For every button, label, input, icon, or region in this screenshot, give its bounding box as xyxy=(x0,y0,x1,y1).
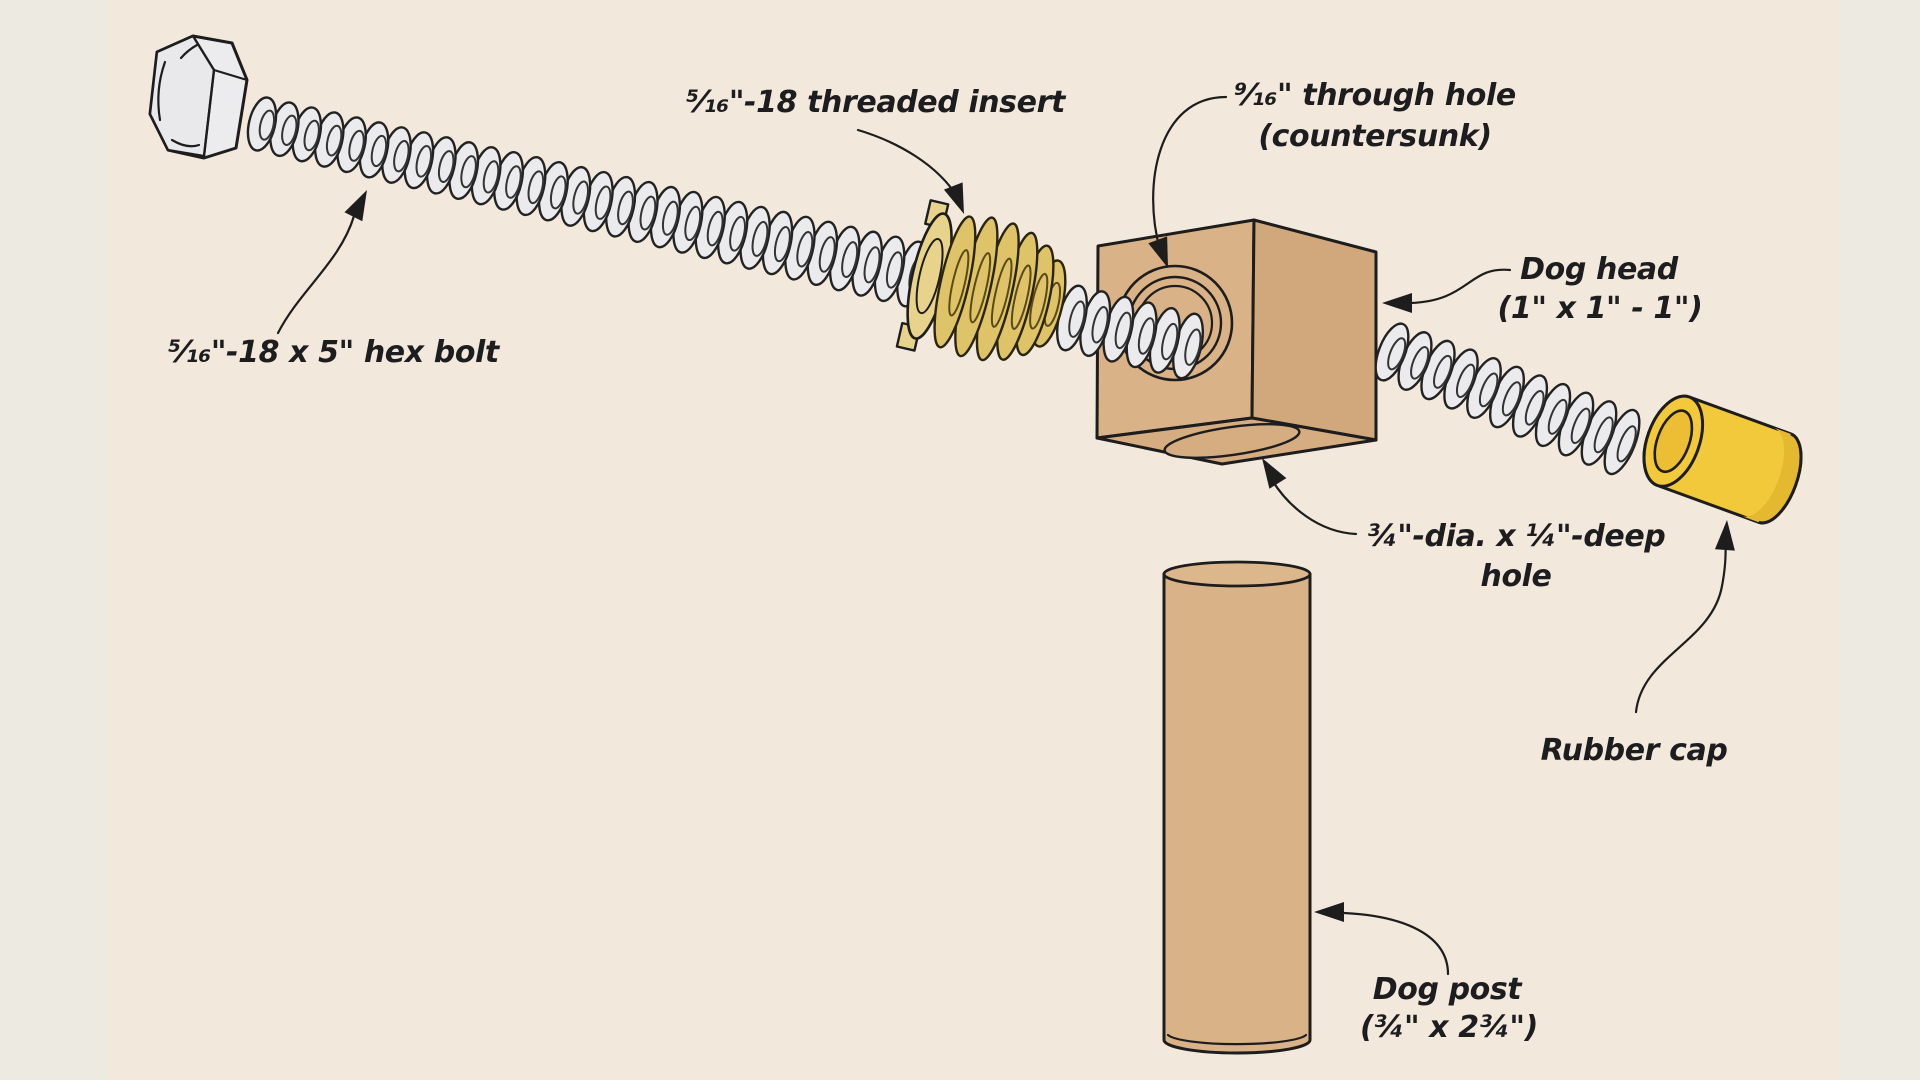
threaded-insert-label: ⁵⁄₁₆"-18 threaded insert xyxy=(686,85,1067,120)
through-hole-label-line2: (countersunk) xyxy=(1258,119,1491,154)
hex-bolt-threads xyxy=(246,96,928,308)
dog-head-label-line2: (1" x 1" - 1") xyxy=(1498,291,1703,326)
rubber-cap xyxy=(1642,394,1803,525)
leader-lines xyxy=(276,95,1735,976)
dog-head-leader xyxy=(1408,268,1512,305)
rubber-cap-label: Rubber cap xyxy=(1541,733,1728,768)
bolt-threads-mid xyxy=(1055,284,1205,380)
through-hole-leader xyxy=(1152,95,1228,252)
bottom-hole-leader xyxy=(1270,478,1358,536)
dog-post-leader xyxy=(1342,911,1450,976)
bolt-threads-tip xyxy=(1374,322,1641,476)
dog-head-arrow-icon xyxy=(1382,293,1412,313)
rubber-cap-shading xyxy=(1741,427,1801,523)
bottom-hole-label-line2: hole xyxy=(1481,559,1552,594)
insert-bore xyxy=(915,237,944,315)
hex-bolt-label: ⁵⁄₁₆"-18 x 5" hex bolt xyxy=(168,335,501,370)
hex-bolt-leader xyxy=(276,214,356,335)
rubber-cap-arrow-icon xyxy=(1714,520,1735,551)
dog-post xyxy=(1162,560,1312,1055)
dog-post-top xyxy=(1162,560,1312,588)
insert-thread-ridges xyxy=(933,215,1067,362)
bottom-hole-arrow-icon xyxy=(1262,458,1287,489)
hex-bolt-arrow-icon xyxy=(344,190,367,222)
bottom-hole-label-line1: ¾"-dia. x ¼"-deep xyxy=(1367,519,1666,554)
dog-post-socket-hole xyxy=(1163,423,1301,459)
threaded-insert xyxy=(895,199,1067,362)
dog-post-label-line2: (¾" x 2¾") xyxy=(1360,1010,1538,1045)
labels: ⁵⁄₁₆"-18 x 5" hex bolt ⁵⁄₁₆"-18 threaded… xyxy=(168,78,1728,1045)
insert-arrow-icon xyxy=(943,182,964,214)
hex-bolt-head xyxy=(148,34,249,160)
through-hole-arrow-icon xyxy=(1148,236,1168,268)
dog-head-right-face xyxy=(1250,218,1378,442)
dog-post-arrow-icon xyxy=(1314,902,1344,922)
rubber-cap-mouth-inner xyxy=(1653,409,1694,474)
dog-post-label-line1: Dog post xyxy=(1373,972,1524,1007)
rubber-cap-leader xyxy=(1634,536,1728,714)
through-hole-label-line1: ⁹⁄₁₆" through hole xyxy=(1234,78,1516,113)
dog-head-label-line1: Dog head xyxy=(1520,252,1679,287)
